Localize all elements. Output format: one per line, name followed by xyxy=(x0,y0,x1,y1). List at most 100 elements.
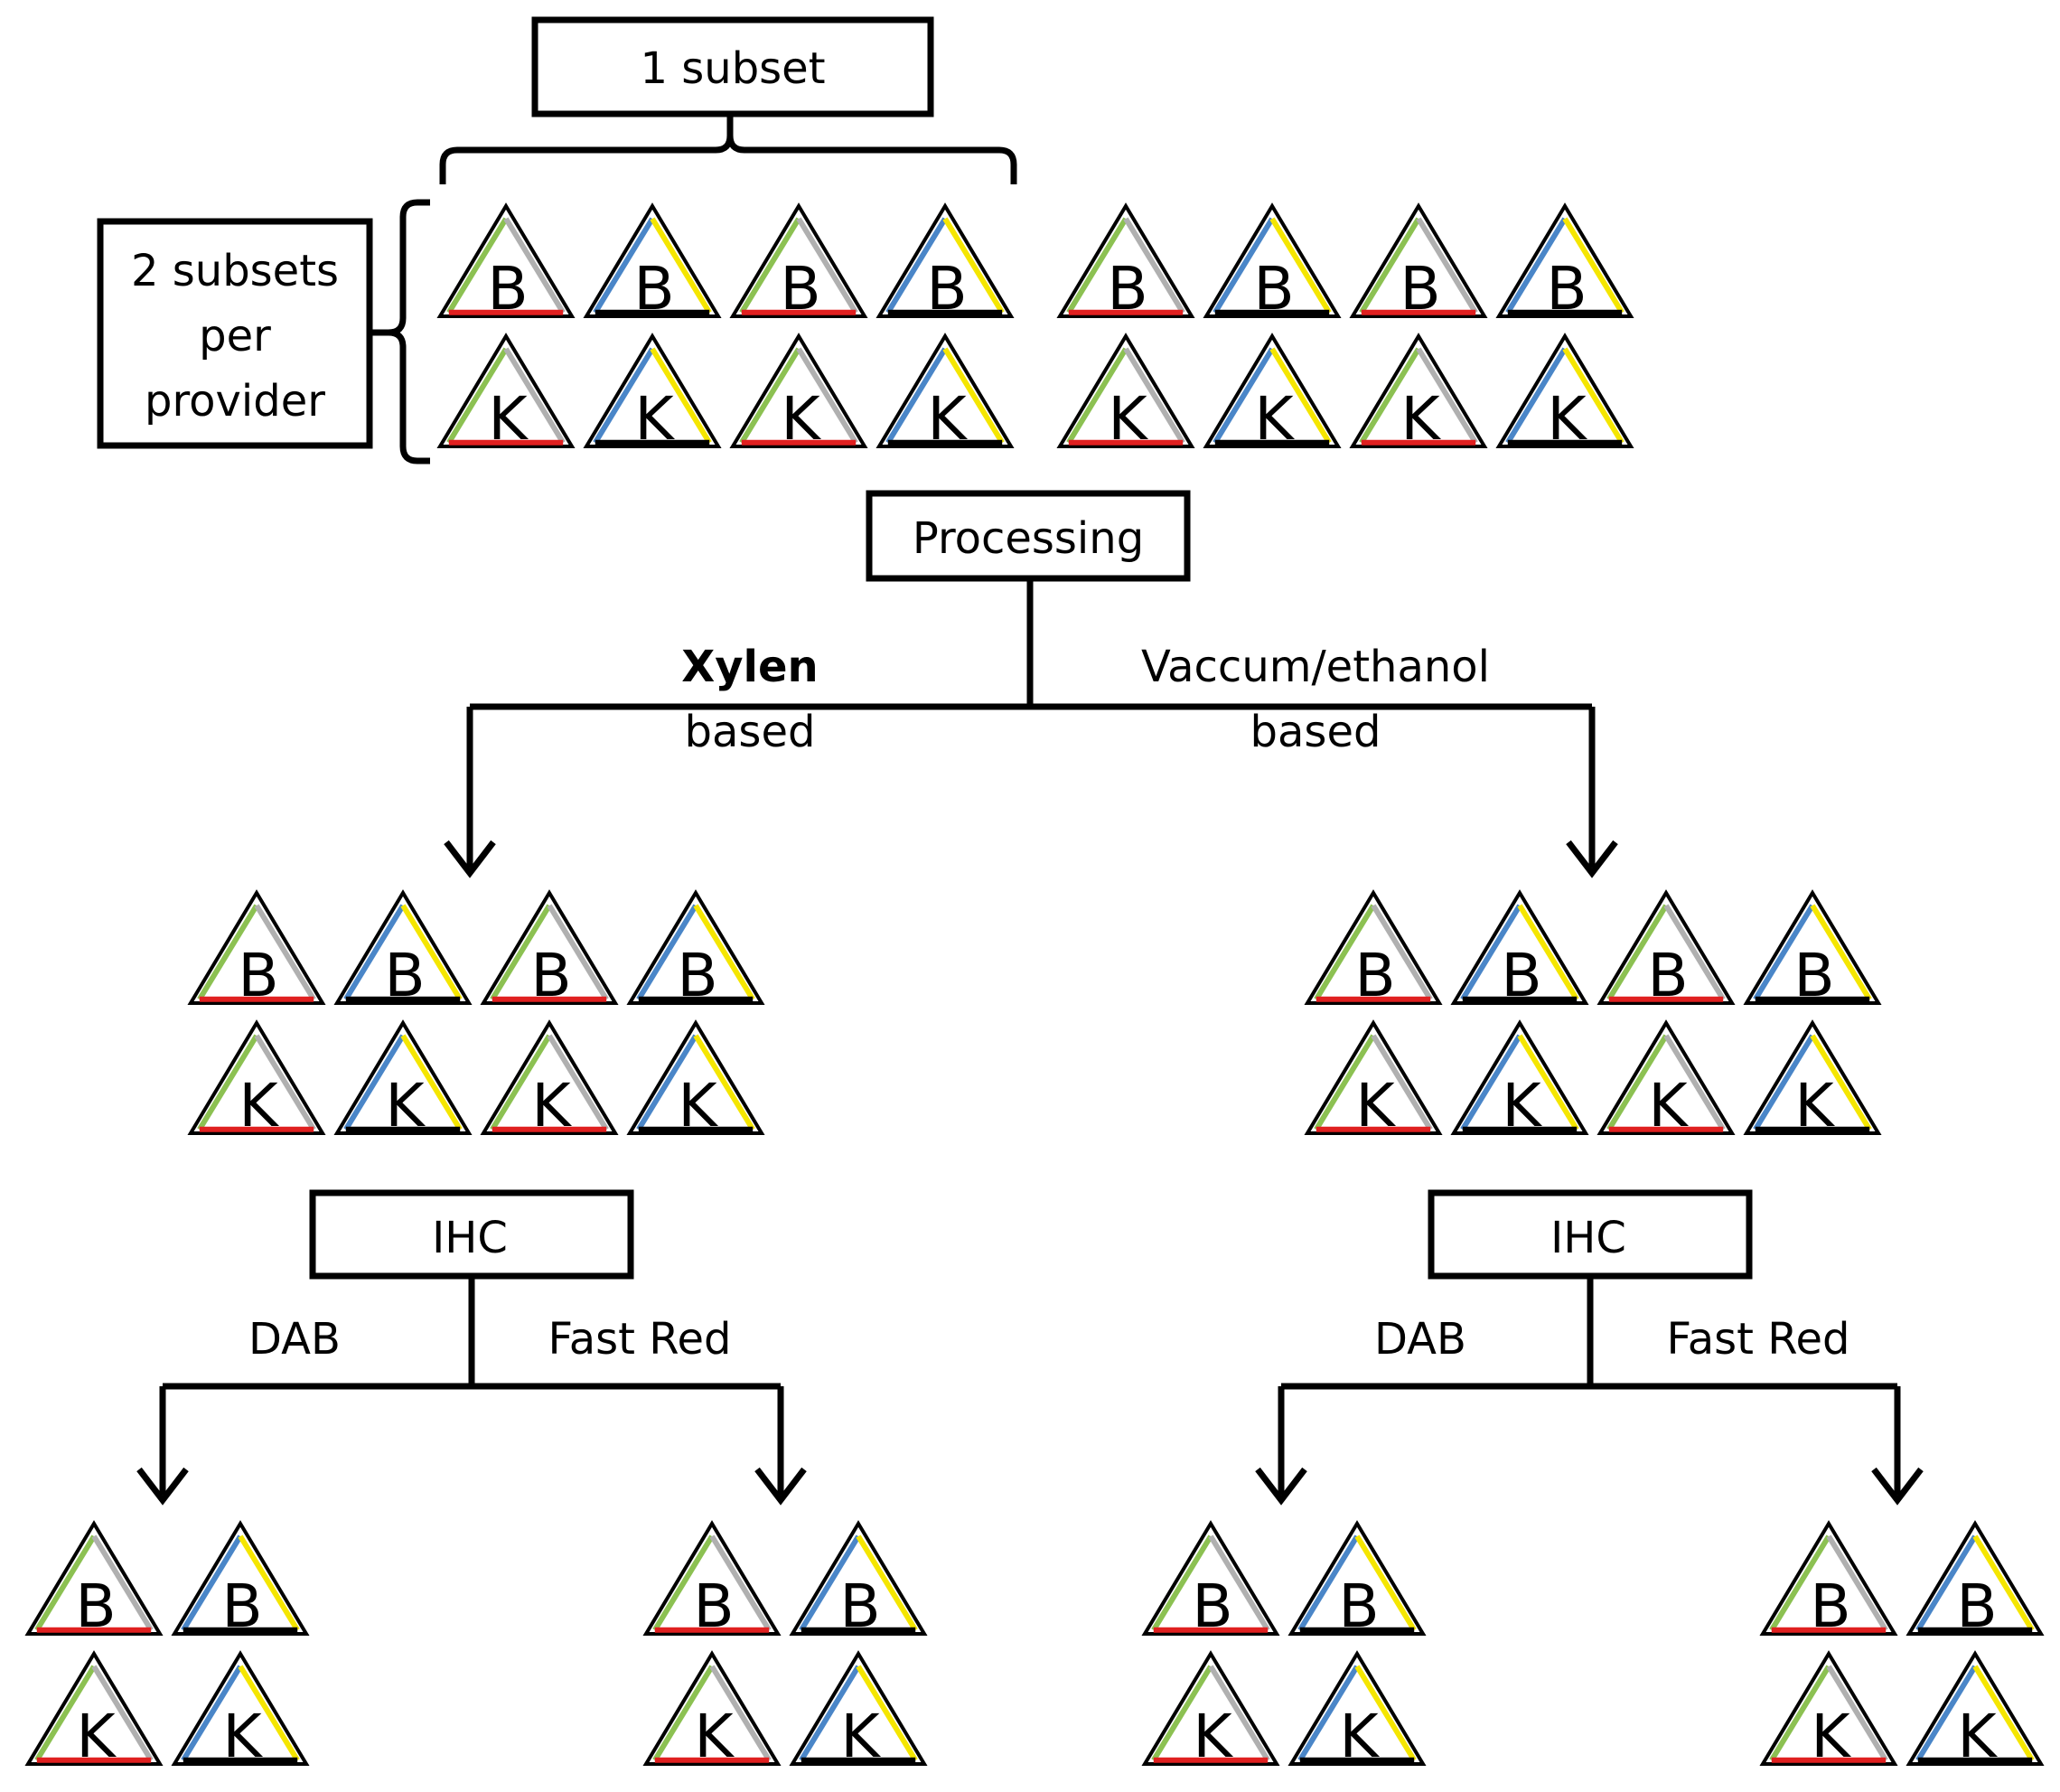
cassette-k: K xyxy=(1450,1019,1589,1140)
cassette-outline xyxy=(1141,1520,1280,1636)
cassette-outline xyxy=(1906,1650,2045,1766)
cassette-letter: K xyxy=(694,1702,735,1771)
cassette-left-edge xyxy=(1151,1534,1213,1632)
cassette-k: K xyxy=(1906,1650,2045,1771)
fastred-right-arrowhead xyxy=(1871,1467,1924,1506)
cassette-k: K xyxy=(1759,1650,1898,1771)
cassette-outline xyxy=(789,1650,928,1766)
cassette-left-edge xyxy=(1297,1534,1360,1632)
cassette-right-edge xyxy=(1972,1665,2035,1762)
cassette-outline xyxy=(876,202,1015,318)
dab-right-arrowhead xyxy=(1255,1467,1307,1506)
cassette-left-edge xyxy=(1359,217,1421,314)
cassette-outline xyxy=(876,333,1015,448)
cassette-k: K xyxy=(1304,1019,1443,1140)
cassette-left-edge xyxy=(739,347,801,445)
cassette-left-edge xyxy=(343,1034,406,1131)
cassette-b: B xyxy=(1495,202,1634,324)
processing-label: Processing xyxy=(913,513,1144,564)
cassette-b: B xyxy=(436,202,576,324)
two-subsets-label-line1: 2 subsets xyxy=(131,246,339,296)
cassette-letter: K xyxy=(1355,1071,1396,1140)
cassette-left-edge xyxy=(197,904,259,1001)
cassette-letter: B xyxy=(1338,1572,1379,1641)
fastred-right-label: Fast Red xyxy=(1667,1314,1850,1365)
cassette-right-edge xyxy=(693,1034,755,1131)
cassette-outline xyxy=(187,1019,326,1135)
cassette-letter: B xyxy=(1400,254,1440,324)
ihc-right-group: IHC DAB Fast Red xyxy=(1255,1189,1924,1506)
cassette-b: B xyxy=(480,889,619,1010)
cassette-outline xyxy=(626,889,765,1005)
cassette-left-edge xyxy=(1297,1665,1360,1762)
cassette-left-edge xyxy=(1213,217,1275,314)
cassette-outline xyxy=(436,202,576,318)
cassette-left-edge xyxy=(652,1665,715,1762)
cassette-left-edge xyxy=(446,347,509,445)
cassette-letter: B xyxy=(1192,1572,1232,1641)
cassette-letter: K xyxy=(385,1071,426,1140)
xylen-label-line2: based xyxy=(685,707,816,757)
cassette-letter: K xyxy=(239,1071,279,1140)
dab-left-label: DAB xyxy=(248,1314,341,1365)
cassette-right-edge xyxy=(942,217,1005,314)
cassette-letter: B xyxy=(530,941,571,1010)
cassette-right-edge xyxy=(238,1665,300,1762)
cassette-letter: B xyxy=(1253,254,1294,324)
cassette-outline xyxy=(1495,333,1634,448)
cassette-b: B xyxy=(1596,889,1736,1010)
cassette-outline xyxy=(1203,333,1342,448)
cassette-left-edge xyxy=(636,904,698,1001)
xylen-label-line1: Xylen xyxy=(681,642,818,692)
cassette-b: B xyxy=(729,202,868,324)
cassette-k: K xyxy=(171,1650,310,1771)
cassette-outline xyxy=(729,333,868,448)
cassette-outline xyxy=(642,1650,782,1766)
cassette-k: K xyxy=(1743,1019,1882,1140)
two-subsets-bracket-bottom xyxy=(388,329,430,464)
cassette-right-edge xyxy=(650,217,712,314)
cassette-left-edge xyxy=(1915,1534,1978,1632)
cassette-k: K xyxy=(642,1650,782,1771)
cassette-k: K xyxy=(1141,1650,1280,1771)
cassette-outline xyxy=(1141,1650,1280,1766)
cassette-right-edge xyxy=(254,1034,316,1131)
cassette-right-edge xyxy=(1810,904,1872,1001)
cassette-right-edge xyxy=(709,1665,772,1762)
cassette-letter: K xyxy=(634,384,675,454)
cassette-letter: B xyxy=(633,254,674,324)
cassette-right-edge xyxy=(1354,1534,1417,1632)
cassette-letter: K xyxy=(488,384,529,454)
cassette-letter: B xyxy=(780,254,820,324)
cassette-k: K xyxy=(1495,333,1634,454)
cassette-outline xyxy=(583,202,722,318)
vaccum-label-line1: Vaccum/ethanol xyxy=(1141,642,1490,692)
processing-group: Processing Xylen based Vaccum/ethanol ba… xyxy=(444,490,1618,878)
cassette-k: K xyxy=(1288,1650,1427,1771)
cassette-left-edge xyxy=(181,1665,243,1762)
cassette-left-edge xyxy=(197,1034,259,1131)
cassette-right-edge xyxy=(91,1534,154,1632)
cassette-letter: K xyxy=(927,384,968,454)
cassette-right-edge xyxy=(856,1665,918,1762)
cassette-outline xyxy=(480,889,619,1005)
cassette-b: B xyxy=(583,202,722,324)
cassette-b: B xyxy=(1906,1520,2045,1641)
cassette-left-edge xyxy=(181,1534,243,1632)
cassette-left-edge xyxy=(1606,1034,1669,1131)
cassette-left-edge xyxy=(1505,217,1568,314)
cassette-right-edge xyxy=(91,1665,154,1762)
cassette-letter: B xyxy=(677,941,717,1010)
cassette-left-edge xyxy=(1606,904,1669,1001)
cassette-b: B xyxy=(789,1520,928,1641)
cassette-left-edge xyxy=(593,217,655,314)
cassette-b: B xyxy=(1349,202,1488,324)
cassette-right-edge xyxy=(1371,1034,1433,1131)
cassette-letter: B xyxy=(1546,254,1587,324)
cassette-right-edge xyxy=(1562,217,1625,314)
cassette-outline xyxy=(642,1520,782,1636)
cassette-outline xyxy=(1304,889,1443,1005)
cassette-right-edge xyxy=(400,904,463,1001)
cassette-outline xyxy=(1288,1650,1427,1766)
